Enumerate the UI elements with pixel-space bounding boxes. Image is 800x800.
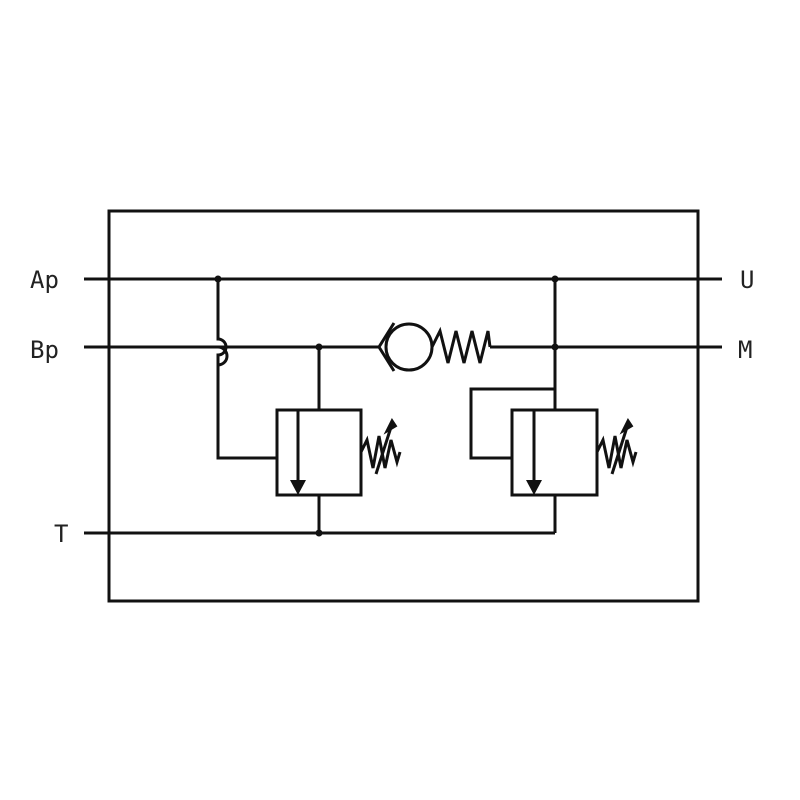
relief-right-adjust-arrow [610,423,630,475]
port-label-u: U [740,266,755,294]
check-valve [377,322,492,372]
port-label-ap: Ap [30,266,59,294]
port-label-t: T [54,520,69,548]
relief-right-adjust-arrow-head [619,418,634,435]
relief-left-adjust-arrow [374,423,394,475]
relief-valve-right [469,279,638,533]
port-label-m: M [738,336,753,364]
check-valve-spring [430,326,492,364]
relief-left-body [275,408,363,497]
relief-left-arrow-head [290,480,306,495]
port-label-bp: Bp [30,336,59,364]
relief-right-body [510,408,599,497]
check-valve-ball [384,322,434,372]
bp-line-left [84,345,229,367]
manifold-block-outline [107,209,700,603]
relief-left-adjust-arrow-head [383,418,398,435]
crossing-hop [216,279,277,460]
relief-valve-left [275,347,402,533]
relief-right-pilot-line [469,387,555,460]
check-valve-seat [377,322,396,372]
relief-right-arrow-head [526,480,542,495]
junction-dot [214,275,222,283]
